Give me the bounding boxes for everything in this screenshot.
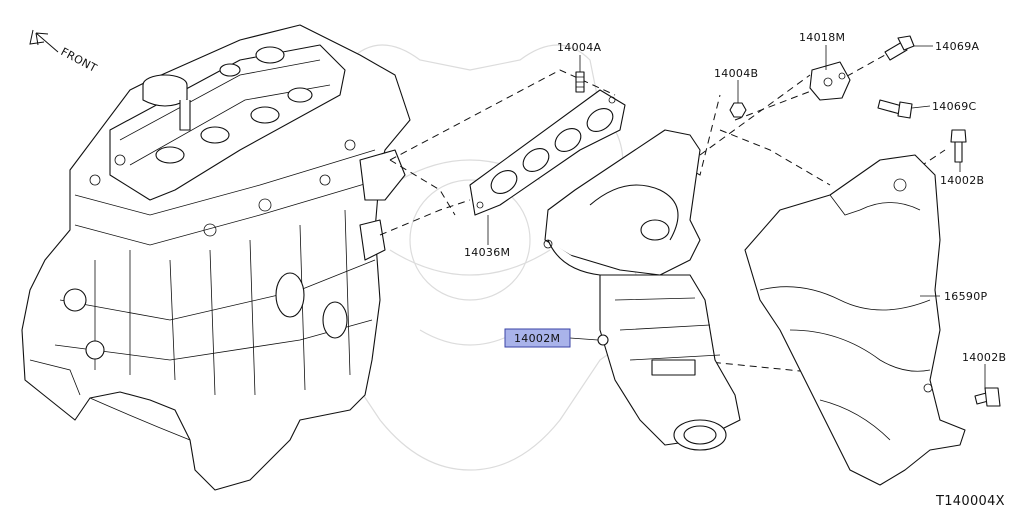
nut-part [729,102,747,118]
front-arrow-icon [29,29,59,53]
front-label: FRONT [59,45,100,75]
callout-14004b: 14004B [714,67,758,80]
callout-14036m: 14036M [464,246,510,259]
heat-shield [744,154,966,486]
callout-14002b-top: 14002B [940,174,984,187]
exhaust-gasket [469,89,626,216]
stud-part [575,71,585,93]
callout-14002b-bottom: 14002B [962,351,1006,364]
bolt-14069a [884,35,915,61]
manifold-callout-highlight[interactable] [504,328,571,348]
exhaust-manifold [543,129,741,451]
callout-16590p: 16590P [944,290,987,303]
callout-14069c: 14069C [932,100,976,113]
diagram-code: T140004X [935,494,1005,509]
engine-block [21,24,411,491]
bolt-14002b-bottom [974,387,1001,407]
callout-14018m: 14018M [799,31,845,44]
leader-lines [487,45,986,388]
callout-14004a: 14004A [557,41,601,54]
bolt-14002b-top [950,129,967,163]
bracket-part [809,61,851,101]
callout-14069a: 14069A [935,40,979,53]
bolt-14069c [877,99,913,119]
callout-14002m[interactable]: 14002M [514,332,560,345]
